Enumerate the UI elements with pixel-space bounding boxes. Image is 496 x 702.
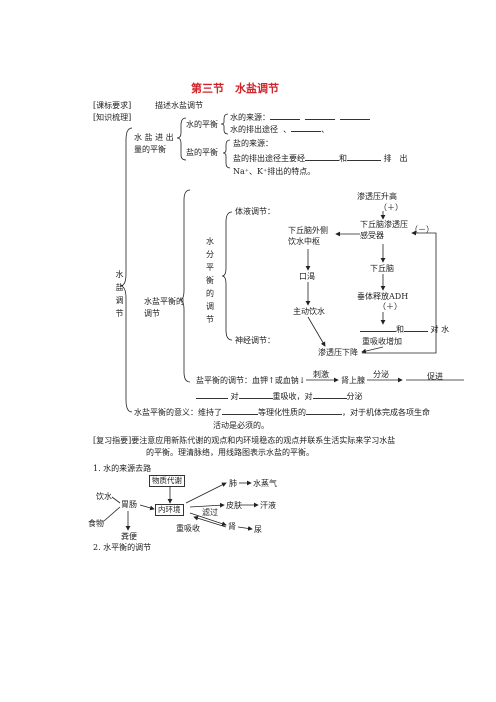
salt-balance-label: 盐的平衡 <box>186 148 218 157</box>
kidney: 肾 <box>228 522 236 531</box>
salt-reg-line2: 对重吸收，对分泌 <box>196 392 363 402</box>
hypothalamus: 下丘脑 <box>370 264 394 273</box>
minus: （－） <box>410 225 434 234</box>
skin: 皮肤 <box>226 501 242 510</box>
osm-down: 渗透压下降 <box>318 348 358 357</box>
shui-yan-label: 水盐调节 <box>115 270 124 318</box>
hypo-lateral: 下丘脑外侧饮水中枢 <box>288 226 328 246</box>
curriculum-label: [课标要求] <box>93 101 132 110</box>
pituitary: 垂体释放ADH <box>357 292 409 301</box>
urine: 尿 <box>254 525 262 534</box>
feces: 粪便 <box>121 532 137 541</box>
drink: 主动饮水 <box>293 307 325 316</box>
sweat: 汗液 <box>260 501 276 510</box>
reabsorb-increase: 重吸收增加 <box>362 337 402 346</box>
brace-wsreg <box>179 189 191 383</box>
brace-wbreg <box>221 211 233 341</box>
water-salt-reg-label: 水盐平衡的调节 <box>144 297 184 318</box>
arrow-drink-osmdown <box>307 316 326 347</box>
food: 食物 <box>88 519 104 528</box>
salt-reg-text: 盐平衡的调节：血钾↑或血钠↓ <box>196 376 306 385</box>
in-out-label: 水 盐 进 出 量的平衡 <box>134 133 174 154</box>
lung: 肺 <box>229 479 237 488</box>
filter: 滤过 <box>202 508 218 517</box>
hypo-receptor: 下丘脑渗透压感受器 <box>360 220 408 240</box>
plus-1: （＋） <box>379 203 403 212</box>
water-balance-label: 水的平衡 <box>186 120 218 129</box>
knowledge-label: [知识梳理] <box>93 113 132 122</box>
meaning-line2: 活动是必须的。 <box>213 421 269 430</box>
salt-ions: Na⁺、K⁺排出的特点。 <box>233 167 316 176</box>
drink-water: 饮水 <box>96 492 112 501</box>
water-discharge: 水的排出途径 、、 <box>230 125 330 134</box>
sec2-heading: 2. 水平衡的调节 <box>93 543 152 552</box>
vapor: 水蒸气 <box>253 479 277 488</box>
promote: 促进 <box>427 372 443 381</box>
osm-up: 渗透压升高 <box>357 192 397 201</box>
drink-to-gut <box>111 496 121 504</box>
gut: 胃肠 <box>121 500 137 509</box>
env-to-lung <box>185 482 227 504</box>
gut-to-env <box>139 504 155 511</box>
plus-2: （＋） <box>378 302 402 311</box>
thirst: 口渴 <box>299 272 315 281</box>
review-line2: 的平衡。理清脉络，用线路图表示水盐的平衡。 <box>146 448 314 457</box>
brace-salt <box>222 139 231 169</box>
internal-env-box: 内环境 <box>155 504 184 516</box>
review-line1: [复习指要]要注意应用新陈代谢的观点和内环境稳态的观点并联系生活实际来学习水盐 <box>93 436 396 445</box>
secrete: 分泌 <box>373 370 389 379</box>
brace-water <box>220 113 229 135</box>
meaning-line1: 水盐平衡的意义：维持了等理化性质的，对于机体完成各项生命 <box>134 408 430 417</box>
neural-reg-label: 神经调节： <box>235 336 275 345</box>
brace-inout <box>176 117 187 161</box>
salt-discharge: 盐的排出途径主要经和 排 出 <box>233 154 408 163</box>
fluid-reg-label: 体液调节： <box>235 207 275 216</box>
adrenal: 肾上腺 <box>341 376 365 385</box>
and-water: 和 对 水 <box>360 325 449 335</box>
water-source: 水的来源： <box>230 113 371 123</box>
arrow-reabsorb-osmdown <box>361 346 384 354</box>
curriculum-text: 描述水盐调节 <box>155 101 203 110</box>
water-balance-reg-vertical: 水分平衡的调节 <box>206 237 214 324</box>
food-to-gut <box>103 506 121 522</box>
reabsorb-label: 重吸收 <box>176 524 200 533</box>
page-title: 第三节 水盐调节 <box>191 82 279 95</box>
stimulate: 刺激 <box>313 370 329 379</box>
env-to-skin <box>189 502 225 508</box>
sec1-heading: 1. 水的来源去路 <box>93 464 152 473</box>
salt-source: 盐的来源： <box>233 139 273 148</box>
metabolism-box: 物质代谢 <box>149 475 185 487</box>
kidney-to-urine <box>237 526 253 531</box>
